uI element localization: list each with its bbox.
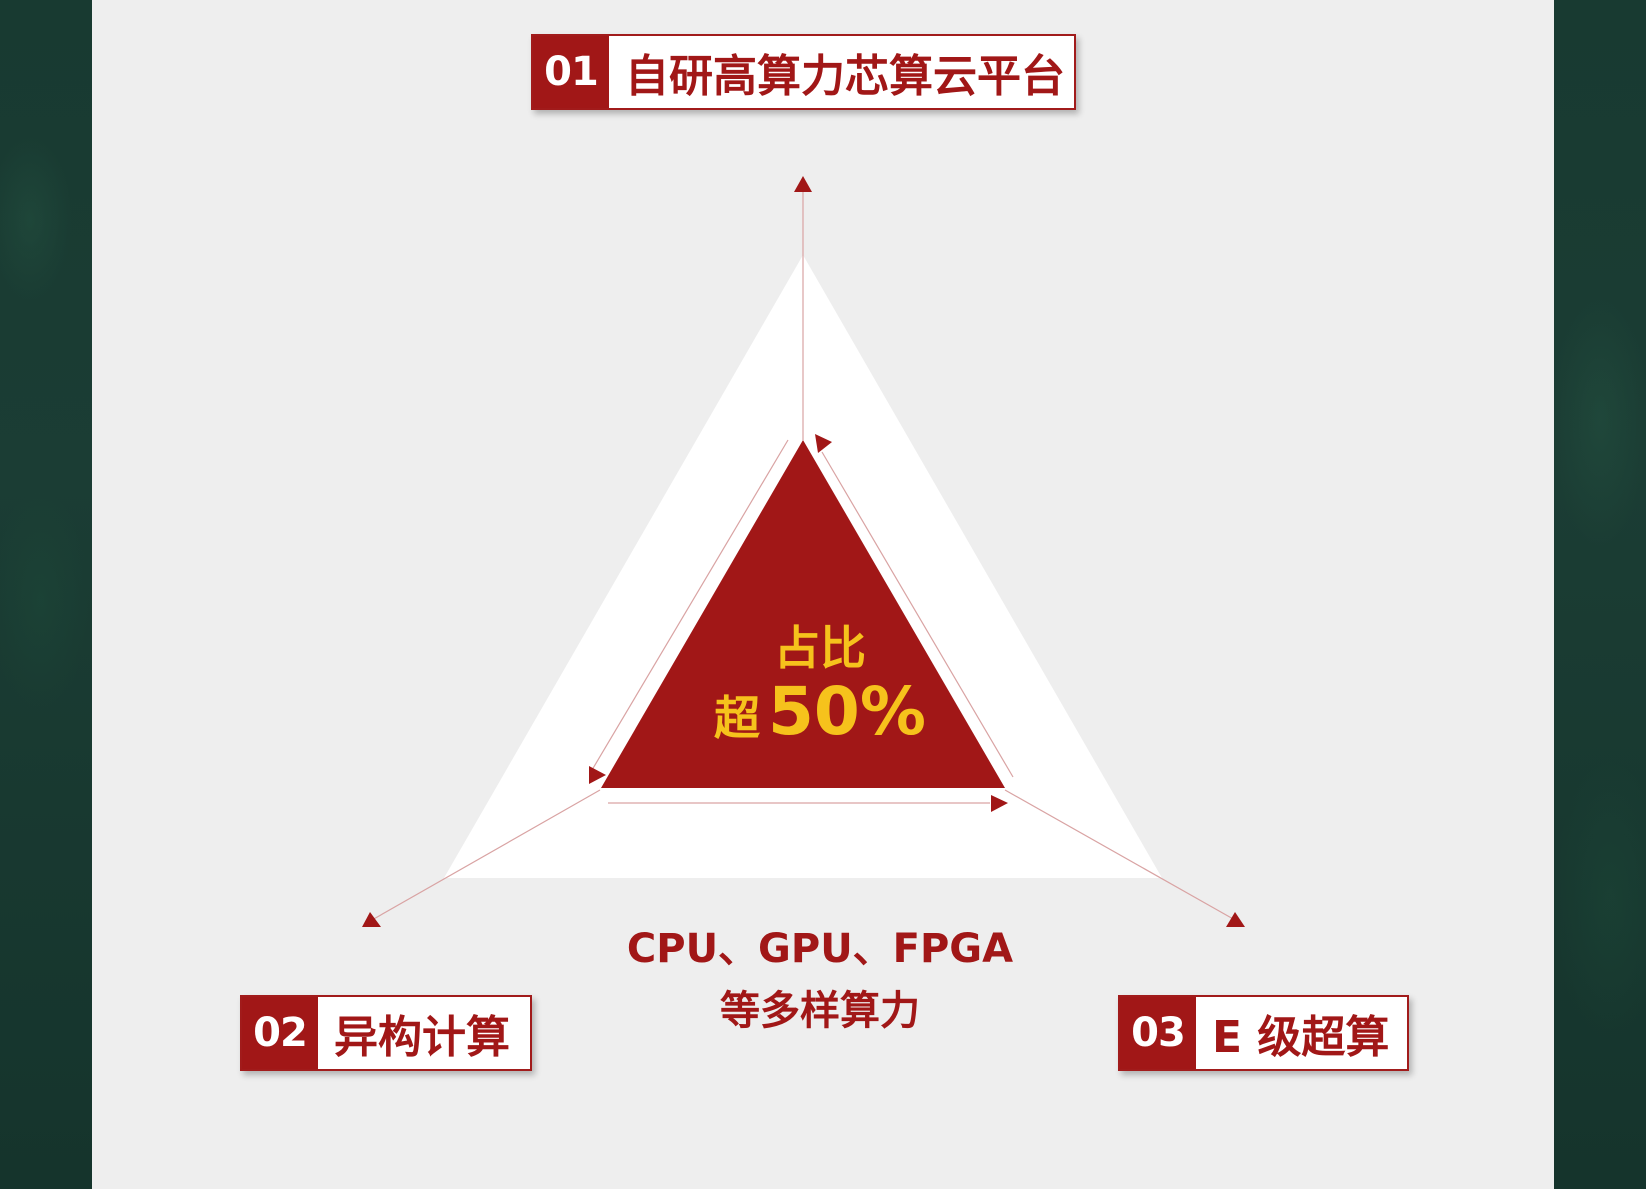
item-number: 01 bbox=[533, 36, 609, 108]
arrow-left-icon bbox=[362, 912, 381, 927]
item-box-01: 01 自研高算力芯算云平台 bbox=[531, 34, 1076, 110]
item-label: 自研高算力芯算云平台 bbox=[625, 51, 1065, 102]
arrow-top-icon bbox=[794, 176, 812, 192]
connector-line-right bbox=[1004, 789, 1236, 921]
item-label: E 级超算 bbox=[1212, 1012, 1390, 1063]
item-number: 02 bbox=[242, 997, 318, 1069]
cycle-line-right bbox=[821, 451, 1014, 778]
connector-line-left bbox=[371, 789, 601, 921]
caption-line-1: CPU、GPU、FPGA bbox=[626, 926, 1014, 972]
ratio-value: 50% bbox=[768, 673, 926, 750]
cycle-arrow-top-icon bbox=[815, 434, 832, 453]
arrow-right-icon bbox=[1226, 912, 1245, 927]
cycle-arrow-right-icon bbox=[991, 795, 1008, 812]
ratio-label: 占比 bbox=[774, 621, 866, 675]
ratio-prefix: 超 bbox=[714, 691, 760, 745]
item-box-02: 02 异构计算 bbox=[240, 995, 532, 1071]
item-box-03: 03 E 级超算 bbox=[1118, 995, 1409, 1071]
cycle-line-left bbox=[591, 439, 789, 771]
item-label: 异构计算 bbox=[334, 1012, 510, 1063]
cycle-arrow-left-icon bbox=[589, 766, 606, 784]
inner-triangle bbox=[601, 440, 1005, 788]
item-number: 03 bbox=[1120, 997, 1196, 1069]
caption-line-2: 等多样算力 bbox=[720, 988, 920, 1034]
